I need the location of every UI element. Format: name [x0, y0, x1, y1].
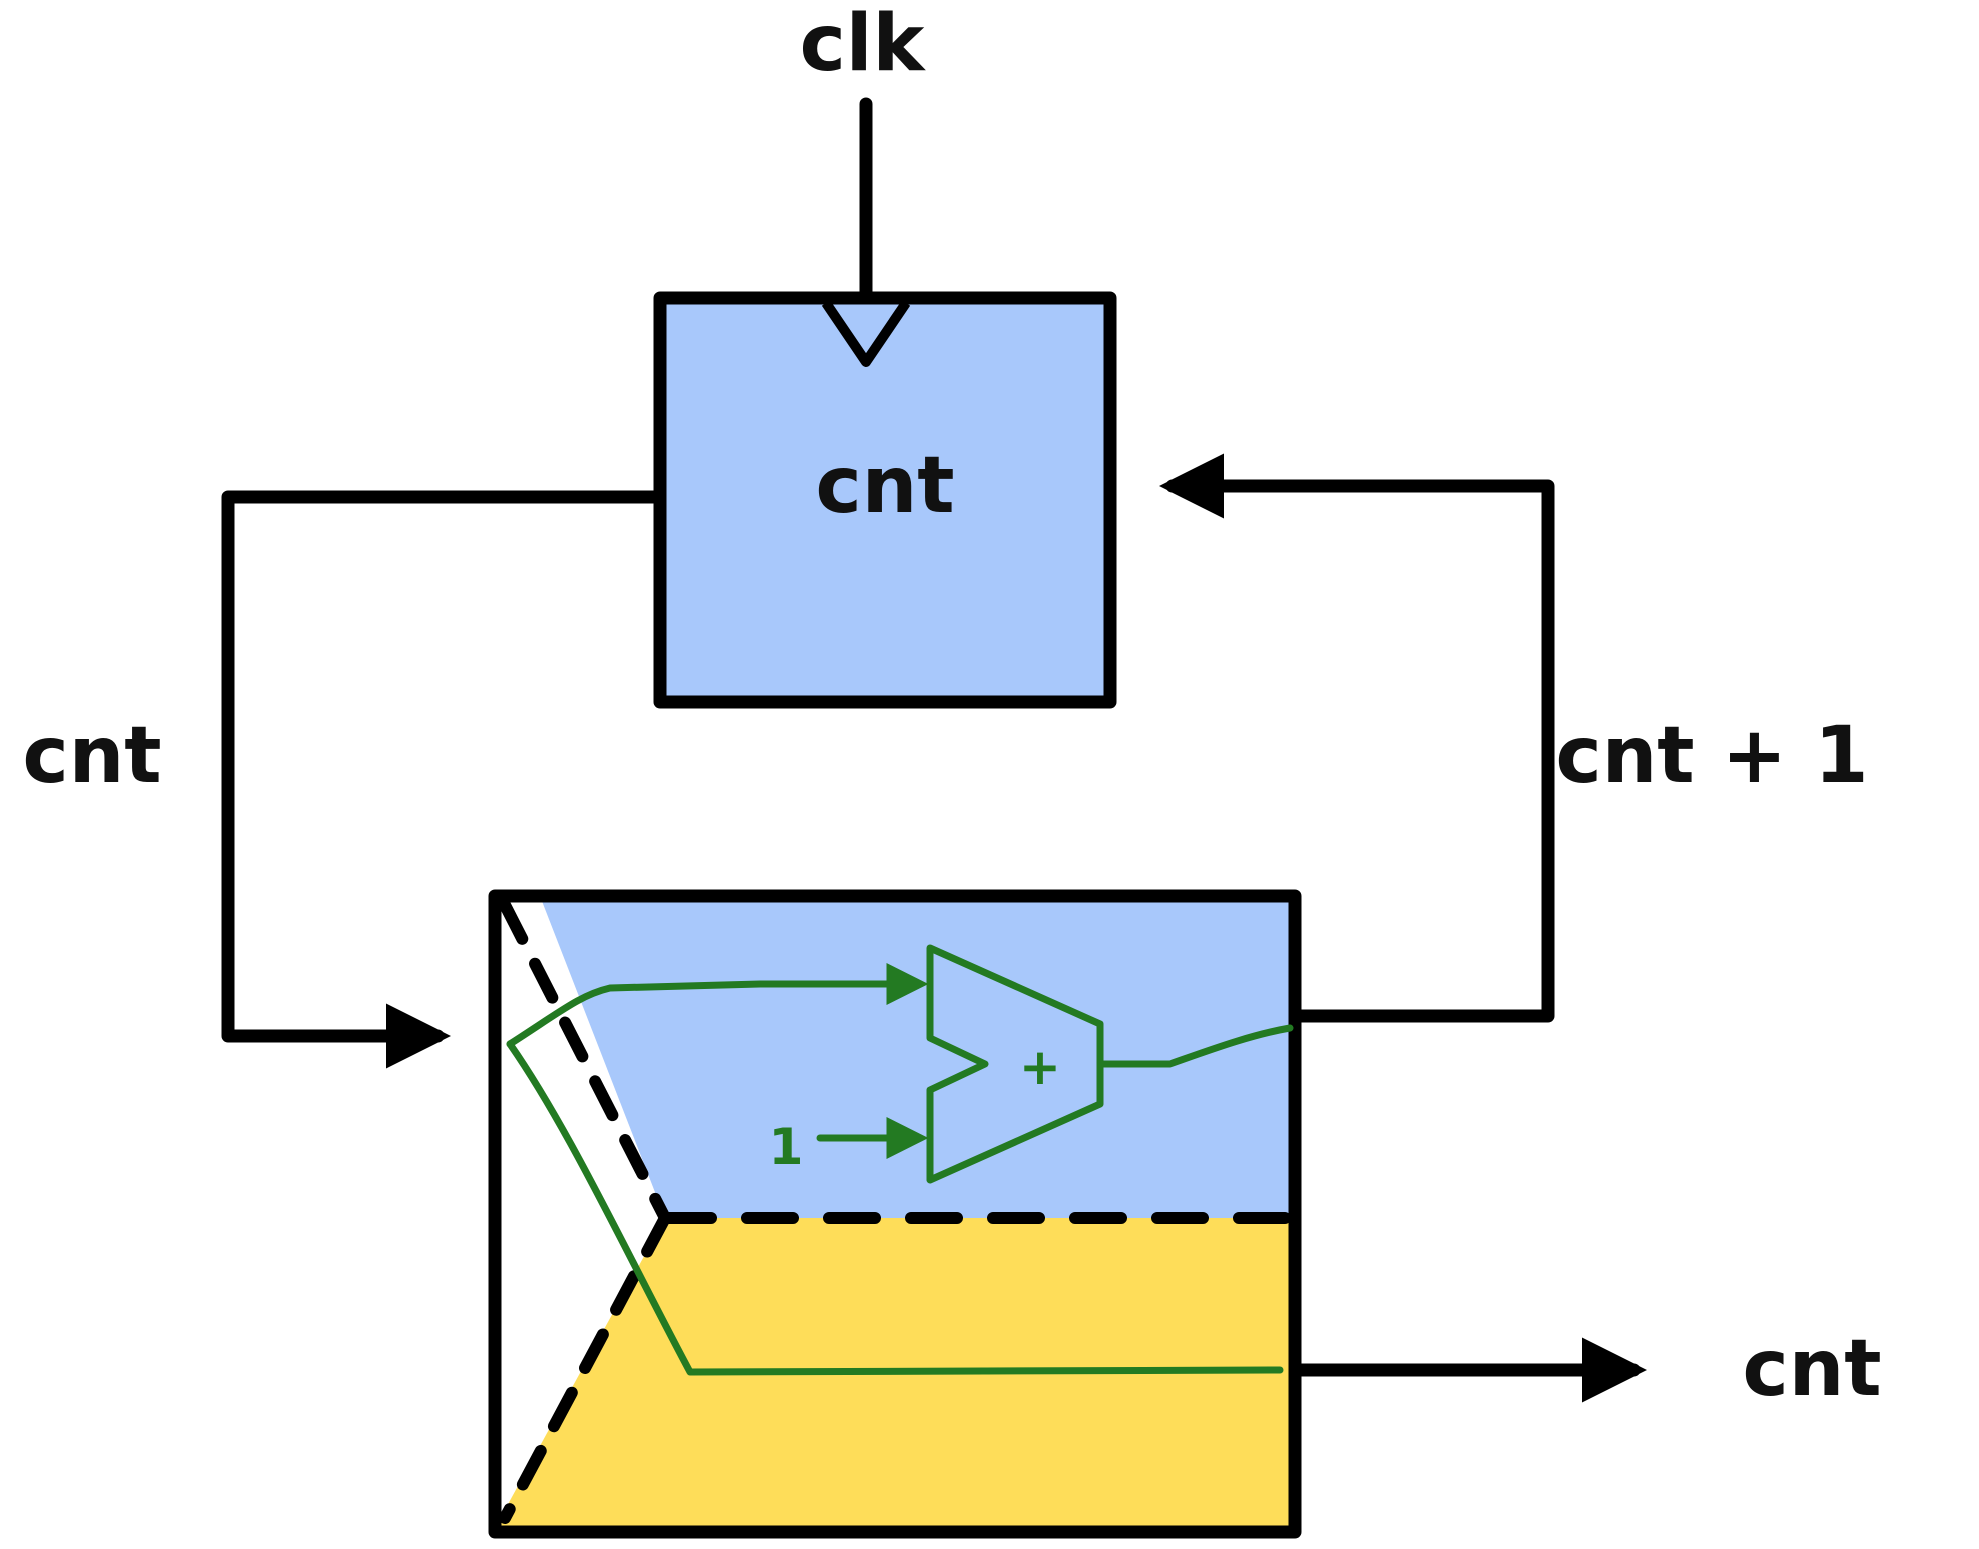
adder-shape — [926, 944, 1104, 1184]
green-path-bypass — [506, 1040, 1284, 1376]
register-fill — [660, 298, 1110, 702]
output: cnt — [1288, 1324, 1882, 1414]
feedback-left-wire — [221, 490, 667, 1069]
adder-plus-label: + — [1019, 1038, 1061, 1096]
feedback-left: cnt — [22, 490, 667, 1069]
constant-one-label: 1 — [769, 1118, 804, 1176]
feedback-right-label: cnt + 1 — [1556, 711, 1869, 801]
feedback-right-wire — [1159, 453, 1555, 1023]
register-block: cnt — [653, 291, 1117, 709]
mux-internal-logic: + 1 — [506, 944, 1294, 1376]
mux-select-wedge — [495, 896, 665, 1528]
clock-input: clk — [800, 0, 927, 305]
mux-dashed-lower-edge — [499, 1212, 671, 1524]
clk-label: clk — [800, 0, 927, 89]
feedback-left-label: cnt — [22, 711, 161, 801]
mux-dashed-upper-edge — [499, 899, 671, 1224]
mux-block — [488, 889, 1302, 1539]
clock-input-notch — [821, 300, 911, 367]
green-path-to-adder — [506, 963, 929, 1048]
green-path-adder-out — [1096, 1024, 1294, 1068]
output-label: cnt — [1742, 1324, 1881, 1414]
register-label: cnt — [815, 441, 954, 531]
mux-outline — [488, 889, 1302, 1539]
feedback-right: cnt + 1 — [1159, 453, 1869, 1023]
